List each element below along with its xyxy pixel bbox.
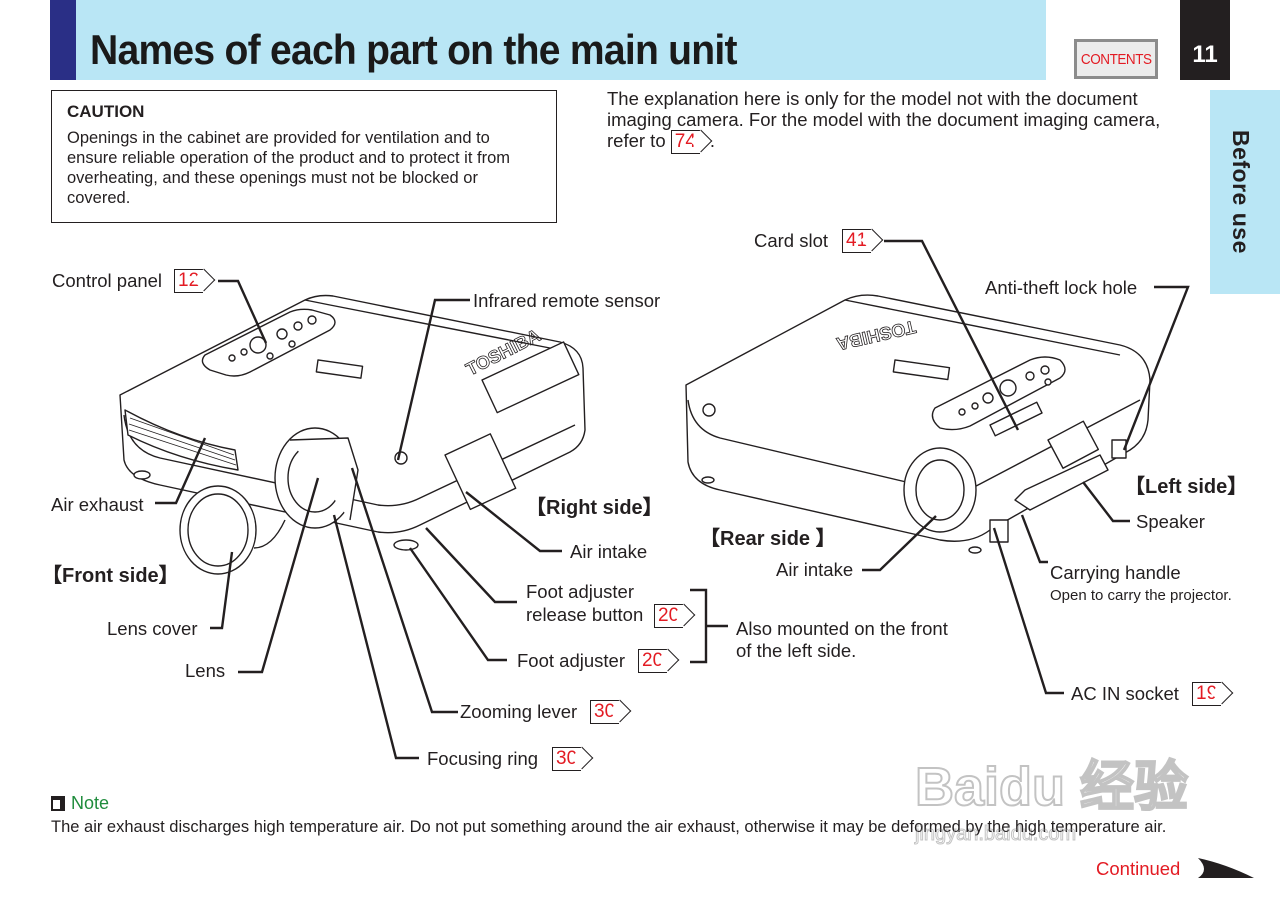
watermark-text: Baidu 经验 <box>915 757 1188 817</box>
contents-label: CONTENTS <box>1080 50 1152 68</box>
label-also-mounted-line2: of the left side. <box>736 640 857 661</box>
ref-link-20-release[interactable]: 20 <box>654 604 684 628</box>
label-card-slot: Card slot <box>754 230 829 251</box>
intro-text: The explanation here is only for the mod… <box>607 88 1197 155</box>
page-number: 11 <box>1180 0 1230 80</box>
continued-arrow-icon[interactable] <box>1196 856 1256 882</box>
note-header: Note <box>51 793 109 814</box>
label-right-side: 【Right side】 <box>526 497 663 519</box>
label-rear-side: 【Rear side 】 <box>700 528 836 550</box>
watermark-sub: jingyan.baidu.com <box>914 823 1076 845</box>
label-foot-release-line2: release button <box>526 604 644 625</box>
ref-link-30-focus[interactable]: 30 <box>552 747 582 771</box>
side-tab-label: Before use <box>1228 130 1254 254</box>
note-icon <box>51 796 65 811</box>
label-lens-cover: Lens cover <box>107 618 198 639</box>
side-tab[interactable] <box>1210 90 1280 294</box>
label-lens: Lens <box>185 660 226 681</box>
label-air-exhaust: Air exhaust <box>51 494 144 515</box>
ref-link-41[interactable]: 41 <box>842 229 872 253</box>
label-carrying-handle: Carrying handle <box>1050 562 1181 583</box>
label-also-mounted-line1: Also mounted on the front <box>736 618 948 639</box>
label-left-side: 【Left side】 <box>1125 476 1248 498</box>
caution-box: CAUTION Openings in the cabinet are prov… <box>51 90 557 223</box>
ref-link-12[interactable]: 12 <box>174 269 204 293</box>
header-accent-bar <box>50 0 76 80</box>
label-focusing-ring: Focusing ring <box>427 748 539 769</box>
label-air-intake-right: Air intake <box>570 541 648 562</box>
label-zooming-lever: Zooming lever <box>460 701 578 722</box>
contents-button[interactable]: CONTENTS <box>1074 39 1158 79</box>
note-label: Note <box>71 793 110 813</box>
ref-link-30-zoom[interactable]: 30 <box>590 700 620 724</box>
label-foot-release-line1: Foot adjuster <box>526 581 634 602</box>
label-ac-in-socket: AC IN socket <box>1071 683 1179 704</box>
label-anti-theft: Anti-theft lock hole <box>985 277 1138 298</box>
ref-link-74[interactable]: 74 <box>670 130 700 155</box>
label-air-intake-rear: Air intake <box>776 559 854 580</box>
projector-front-view <box>119 294 586 575</box>
label-carrying-handle-note: Open to carry the projector. <box>1050 587 1232 604</box>
projector-rear-view <box>685 294 1151 554</box>
header-band <box>50 0 1046 80</box>
label-speaker: Speaker <box>1136 511 1205 532</box>
label-control-panel: Control panel <box>52 270 163 291</box>
caution-text: Openings in the cabinet are provided for… <box>67 129 511 207</box>
ref-link-20-adjuster[interactable]: 20 <box>638 649 668 673</box>
caution-title: CAUTION <box>67 102 145 121</box>
intro-body: The explanation here is only for the mod… <box>607 88 1161 151</box>
watermark-logo: Baidu 经验 jingyan.baidu.com <box>914 756 1190 846</box>
continued-link[interactable]: Continued <box>1096 858 1181 879</box>
label-infrared-sensor: Infrared remote sensor <box>473 290 661 311</box>
page-title: Names of each part on the main unit <box>90 26 738 73</box>
label-front-side: 【Front side】 <box>42 565 179 587</box>
label-foot-adjuster: Foot adjuster <box>517 650 625 671</box>
note-text: The air exhaust discharges high temperat… <box>51 818 1167 836</box>
ref-link-19[interactable]: 19 <box>1192 682 1222 706</box>
